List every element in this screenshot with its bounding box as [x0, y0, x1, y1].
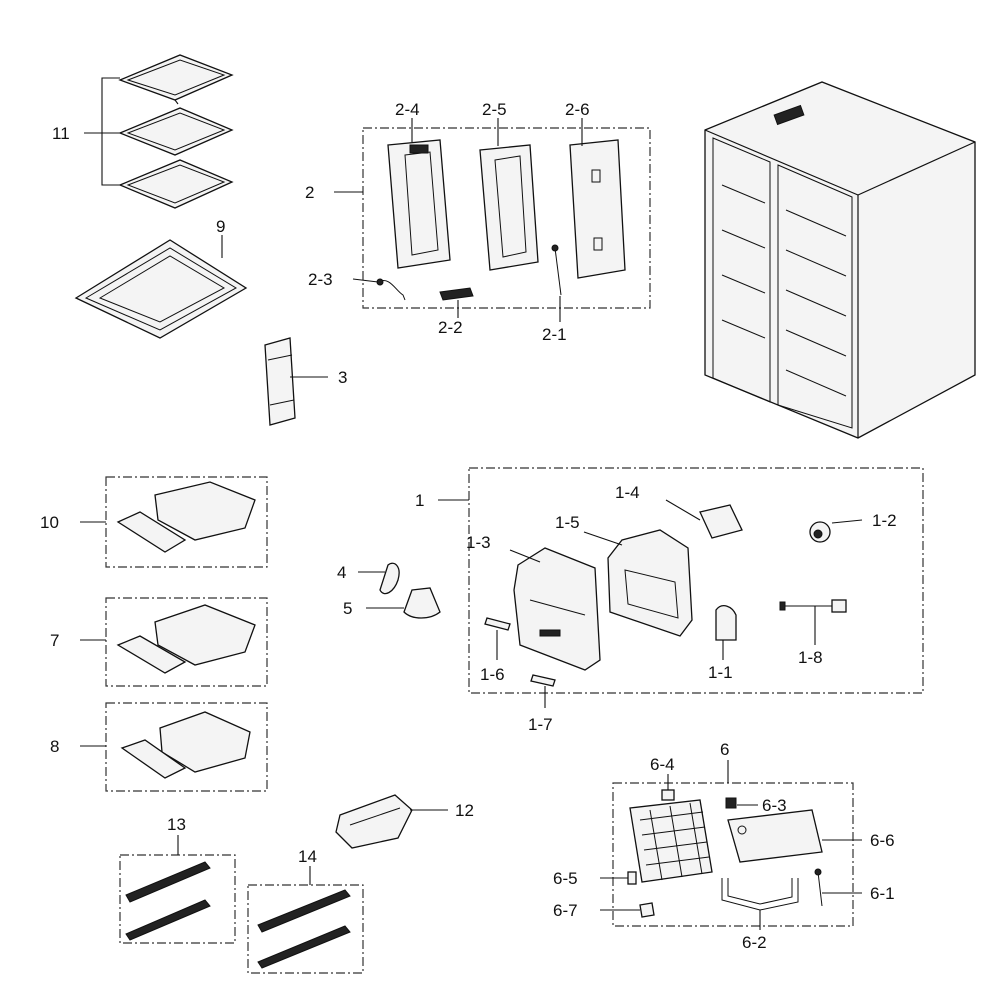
- group-14-box: [247, 884, 364, 974]
- part-6-5-holder[interactable]: [627, 871, 637, 885]
- label-6: 6: [720, 740, 729, 759]
- part-6-4-clip[interactable]: [661, 789, 675, 801]
- label-6-3: 6-3: [762, 796, 787, 815]
- label-14: 14: [298, 847, 317, 866]
- part-11-glass-shelves[interactable]: [118, 54, 234, 209]
- refrigerator-cabinet[interactable]: [704, 81, 976, 439]
- cabinet-shelf-lines: [721, 184, 847, 397]
- part-6-1-fuse[interactable]: [814, 868, 823, 907]
- label-6-5: 6-5: [553, 869, 578, 888]
- part-1-5-duct[interactable]: [607, 529, 693, 637]
- part-1-8-harness[interactable]: [779, 599, 847, 613]
- label-1-7: 1-7: [528, 715, 553, 734]
- part-9-crisper-cover[interactable]: [74, 239, 248, 339]
- label-1-5: 1-5: [555, 513, 580, 532]
- part-1-2-motor[interactable]: [809, 521, 831, 543]
- label-12: 12: [455, 801, 474, 820]
- part-2-2-heater[interactable]: [439, 287, 474, 301]
- part-14-rails[interactable]: [257, 889, 351, 969]
- label-4: 4: [337, 563, 346, 582]
- label-1-3: 1-3: [466, 533, 491, 552]
- group-6-box: [612, 782, 854, 927]
- label-2-3: 2-3: [308, 270, 333, 289]
- label-6-6: 6-6: [870, 831, 895, 850]
- label-6-4: 6-4: [650, 755, 675, 774]
- part-5-cover[interactable]: [403, 587, 441, 619]
- part-13-rails[interactable]: [125, 861, 211, 941]
- part-10-crisper-drawer[interactable]: [116, 481, 256, 553]
- label-6-2: 6-2: [742, 933, 767, 952]
- group-1-box: [468, 467, 924, 694]
- part-3-panel[interactable]: [264, 337, 296, 426]
- label-7: 7: [50, 631, 59, 650]
- label-5: 5: [343, 599, 352, 618]
- label-6-1: 6-1: [870, 884, 895, 903]
- label-1-6: 1-6: [480, 665, 505, 684]
- part-2-3-harness[interactable]: [376, 278, 406, 301]
- label-1-2: 1-2: [872, 511, 897, 530]
- part-6-2-heater[interactable]: [721, 878, 799, 911]
- part-1-4-cover[interactable]: [699, 504, 743, 539]
- label-3: 3: [338, 368, 347, 387]
- group-7-box: [105, 597, 268, 687]
- group-8-box: [105, 702, 268, 792]
- part-1-6-light[interactable]: [484, 617, 511, 631]
- part-1-3-cover[interactable]: [513, 547, 601, 671]
- label-6-7: 6-7: [553, 901, 578, 920]
- shelf-top: [118, 54, 234, 105]
- shelf-middle: [118, 107, 234, 156]
- label-2: 2: [305, 183, 314, 202]
- part-6-3-sensor[interactable]: [725, 797, 737, 809]
- label-10: 10: [40, 513, 59, 532]
- label-9: 9: [216, 217, 225, 236]
- shelf-bottom: [118, 159, 234, 209]
- label-2-2: 2-2: [438, 318, 463, 337]
- part-12-ice-maker[interactable]: [335, 794, 413, 849]
- label-8: 8: [50, 737, 59, 756]
- group-2-box: [362, 127, 651, 309]
- part-6-6-heater-plate[interactable]: [727, 809, 823, 863]
- part-6-7-clip[interactable]: [639, 902, 655, 918]
- evaporator-grid: [639, 802, 710, 881]
- part-2-6-insulation[interactable]: [569, 139, 626, 279]
- part-2-1-sensor[interactable]: [551, 244, 562, 296]
- group-10-box: [105, 476, 268, 568]
- label-1-1: 1-1: [708, 663, 733, 682]
- part-1-1-damper[interactable]: [715, 605, 737, 641]
- label-1-8: 1-8: [798, 648, 823, 667]
- part-2-4-evaporator-cover[interactable]: [387, 139, 451, 269]
- label-2-4: 2-4: [395, 100, 420, 119]
- label-1-4: 1-4: [615, 483, 640, 502]
- part-8-drawer[interactable]: [120, 711, 251, 779]
- part-7-drawer[interactable]: [116, 604, 256, 674]
- part-6-evaporator[interactable]: [629, 799, 713, 883]
- label-2-1: 2-1: [542, 325, 567, 344]
- part-4-cap[interactable]: [379, 562, 400, 595]
- label-1: 1: [415, 491, 424, 510]
- label-2-5: 2-5: [482, 100, 507, 119]
- label-2-6: 2-6: [565, 100, 590, 119]
- part-2-5-cover[interactable]: [479, 144, 539, 271]
- label-11: 11: [52, 124, 70, 143]
- label-13: 13: [167, 815, 186, 834]
- part-1-7-filter[interactable]: [530, 674, 556, 687]
